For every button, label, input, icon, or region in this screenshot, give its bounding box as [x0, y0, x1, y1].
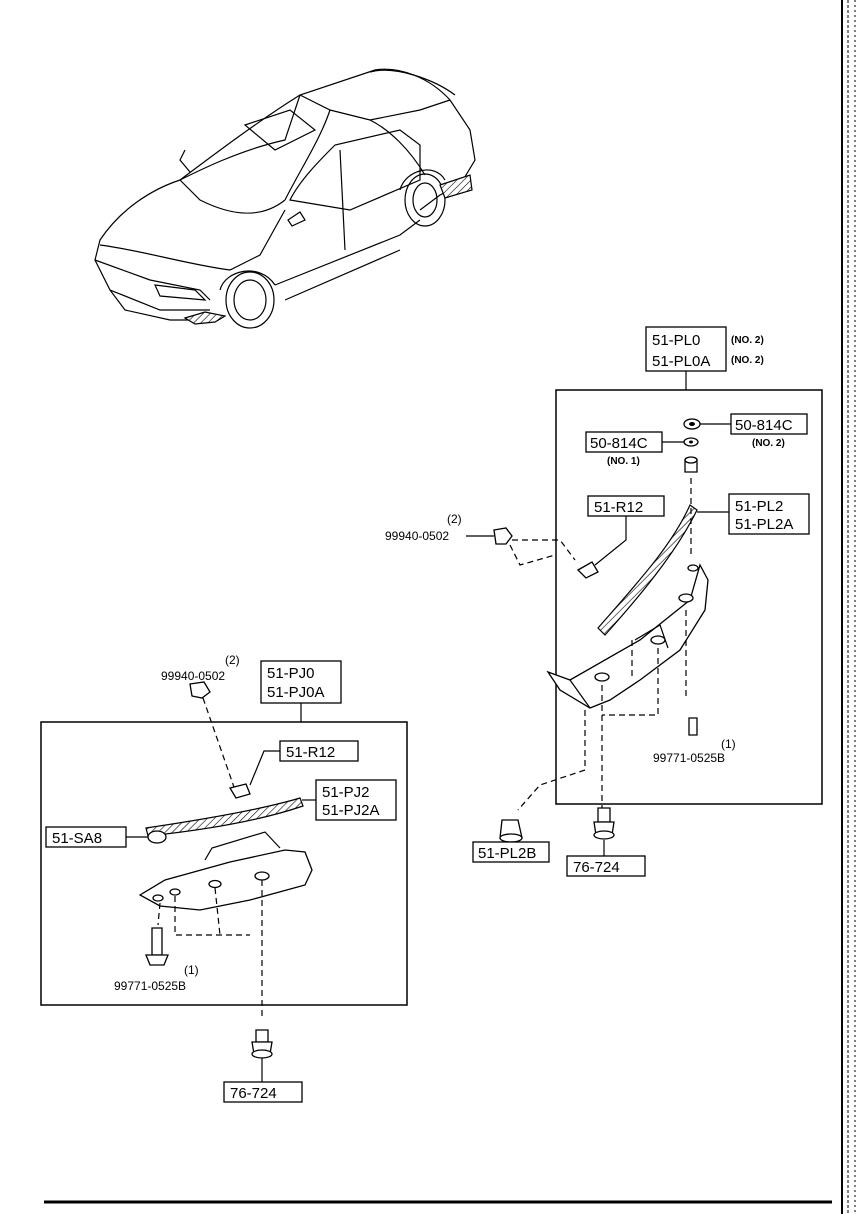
- mud-guard: [546, 563, 709, 709]
- callout-51-pl0[interactable]: [645, 326, 727, 372]
- callout-text: 51-R12: [286, 744, 335, 761]
- clip-icon: [228, 783, 251, 799]
- screw-icon: [151, 927, 163, 956]
- bolt-icon: [597, 807, 611, 823]
- callout-text: 51-PJ2: [322, 784, 370, 801]
- part-number: 99940-0502: [161, 669, 225, 683]
- callout-51-pj0[interactable]: [260, 660, 342, 704]
- molding-strip: [145, 797, 304, 837]
- callout-text: 51-PL2: [735, 498, 783, 515]
- callout-text: 51-SA8: [52, 830, 102, 847]
- qty-label: (1): [184, 963, 199, 977]
- callout-76-724[interactable]: [566, 855, 646, 877]
- qty-note: (NO. 2): [731, 335, 764, 346]
- callout-text: 51-PL0: [652, 332, 700, 349]
- callout-text: 51-PJ2A: [322, 802, 380, 819]
- qty-note: (NO. 2): [731, 355, 764, 366]
- callout-76-724[interactable]: [223, 1081, 303, 1103]
- mud-guard: [138, 849, 313, 911]
- callout-text: 76-724: [573, 859, 620, 876]
- left-assembly-frame: [40, 721, 408, 1006]
- bolt-icon: [255, 1029, 269, 1043]
- callout-text: 50-814C: [590, 435, 648, 452]
- part-number: 99771-0525B: [653, 751, 725, 765]
- callout-text: 51-PJ0A: [267, 684, 325, 701]
- callout-51-pl2b[interactable]: [472, 841, 550, 863]
- callout-text: 51-PL0A: [652, 353, 710, 370]
- qty-note: (NO. 2): [752, 438, 785, 449]
- clip-icon: [576, 561, 599, 579]
- qty-note: (NO. 1): [607, 456, 640, 467]
- right-assembly-frame: [555, 389, 823, 805]
- qty-label: (2): [447, 512, 462, 526]
- callout-text: 51-PJ0: [267, 665, 315, 682]
- callout-51-pj2[interactable]: [315, 779, 397, 821]
- clip-icon: [493, 527, 513, 545]
- qty-label: (2): [225, 653, 240, 667]
- right-assembly: 51-PL0 51-PL0A (NO. 2) (NO. 2) 50-814C (…: [385, 326, 823, 877]
- molding-strip: [597, 504, 698, 636]
- screw-icon: [688, 717, 698, 736]
- part-number: 99771-0525B: [114, 979, 186, 993]
- page-edge-strip: [841, 0, 856, 1214]
- callout-text: 51-PL2B: [478, 845, 536, 862]
- left-assembly: (2) 99940-0502 51-PJ0 51-PJ0A 51-R12 51-…: [40, 653, 408, 1103]
- car-illustration: [94, 68, 476, 329]
- qty-label: (1): [721, 737, 736, 751]
- callout-text: 51-PL2A: [735, 516, 793, 533]
- callout-text: 50-814C: [735, 417, 793, 434]
- callout-text: 76-724: [230, 1085, 277, 1102]
- washer-icon: [147, 830, 167, 844]
- part-number: 99940-0502: [385, 529, 449, 543]
- callout-51-pl2[interactable]: [728, 493, 810, 535]
- callout-text: 51-R12: [594, 499, 643, 516]
- clip-icon: [189, 681, 211, 699]
